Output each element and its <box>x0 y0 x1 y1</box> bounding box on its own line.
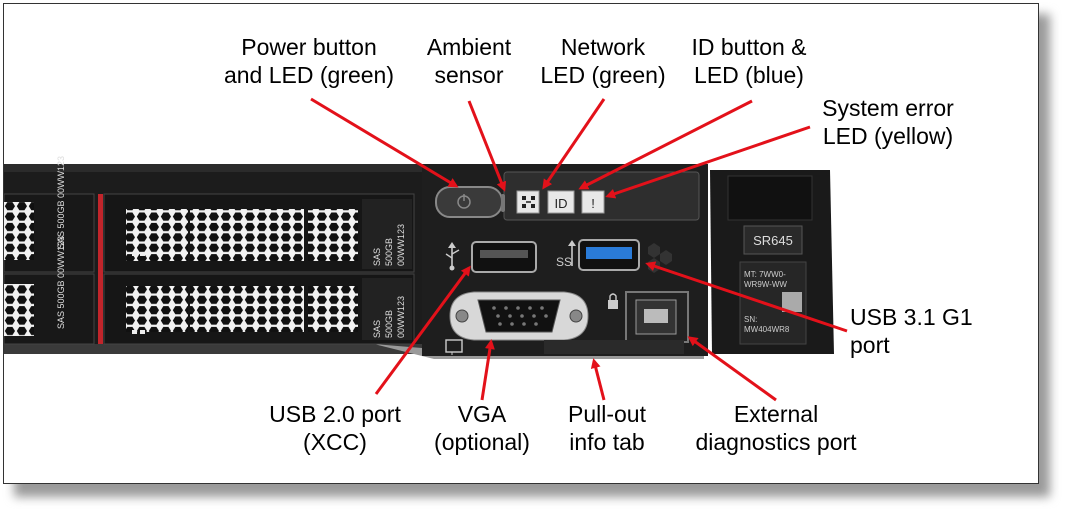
arrow-system-error <box>605 125 811 199</box>
ambient-sensor <box>501 194 505 212</box>
server-front-diagram: SAS 500GB 00WW123 SAS 500GB 00WW123 SAS … <box>4 97 848 402</box>
model-label: SR645 <box>753 233 793 248</box>
qr-code <box>782 292 802 312</box>
network-led <box>516 190 540 214</box>
svg-text:00WW123: 00WW123 <box>396 224 406 266</box>
error-icon: ! <box>591 196 595 211</box>
arrow-pullout <box>590 358 606 401</box>
external-diagnostics-port[interactable] <box>608 291 689 343</box>
power-icon <box>457 194 471 209</box>
arrow-id <box>578 99 753 190</box>
svg-text:WR9W-WW: WR9W-WW <box>744 280 787 289</box>
svg-text:SAS 500GB 00WW123: SAS 500GB 00WW123 <box>56 156 66 249</box>
id-icon: ID <box>555 196 568 211</box>
monitor-icon <box>445 339 463 355</box>
arrow-power <box>310 97 459 188</box>
arrow-vga <box>480 339 495 401</box>
svg-text:SN:: SN: <box>744 315 757 324</box>
drive-bay-right-top: SAS 500GB 00WW123 <box>103 193 415 273</box>
svg-text:500GB: 500GB <box>384 238 394 266</box>
arrow-usb2 <box>374 265 471 395</box>
arrow-ambient <box>467 100 507 192</box>
svg-text:00WW123: 00WW123 <box>396 296 406 338</box>
callout-vga: VGA(optional) <box>434 401 530 455</box>
drive-bay-right-bottom: SAS 500GB 00WW123 <box>103 273 415 345</box>
arrow-usb3 <box>645 261 848 333</box>
svg-text:SAS 500GB 00WW123: SAS 500GB 00WW123 <box>56 236 66 329</box>
rack-ear: SR645 MT: 7WW0- WR9W-WW SN: MW404WR8 <box>710 170 834 354</box>
drive-bay-left-bottom: SAS 500GB 00WW123 <box>4 236 95 345</box>
usb-ss-icon: SS <box>556 240 576 269</box>
svg-text:MT: 7WW0-: MT: 7WW0- <box>744 270 786 279</box>
svg-text:SAS: SAS <box>372 248 382 266</box>
callout-id-button: ID button &LED (blue) <box>691 34 807 88</box>
usb-icon <box>445 242 460 271</box>
callout-usb2: USB 2.0 port(XCC) <box>269 401 401 455</box>
figure-frame: SAS 500GB 00WW123 SAS 500GB 00WW123 SAS … <box>3 3 1039 484</box>
svg-text:500GB: 500GB <box>384 310 394 338</box>
system-error-led: ! <box>581 190 605 214</box>
power-button[interactable] <box>435 186 503 218</box>
svg-text:MW404WR8: MW404WR8 <box>744 325 790 334</box>
drive-bay-left-top: SAS 500GB 00WW123 <box>4 156 95 273</box>
vga-port[interactable] <box>445 291 589 355</box>
network-icon <box>522 196 535 208</box>
usb3-port[interactable]: SS <box>556 239 640 271</box>
drive-bays: SAS 500GB 00WW123 SAS 500GB 00WW123 SAS … <box>4 156 415 345</box>
svg-text:SS: SS <box>556 255 572 269</box>
usb2-port[interactable] <box>445 241 537 273</box>
arrow-ext-diag <box>687 336 777 402</box>
arrow-network <box>542 98 606 190</box>
id-button[interactable]: ID <box>547 190 575 214</box>
pullout-info-tab[interactable] <box>544 340 684 354</box>
lock-icon <box>608 293 618 309</box>
callout-arrows <box>310 97 848 402</box>
svg-text:SAS: SAS <box>372 320 382 338</box>
